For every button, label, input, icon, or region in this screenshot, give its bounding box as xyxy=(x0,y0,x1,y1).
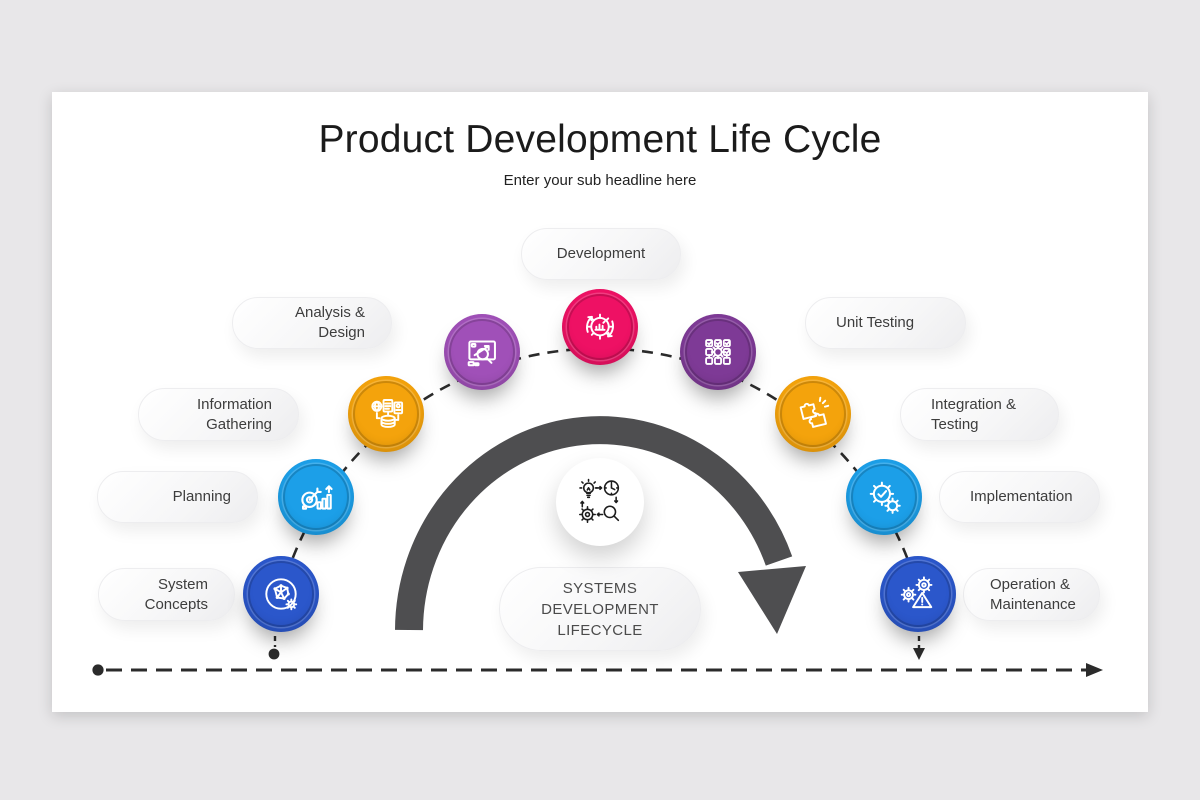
timeline-arrow-head xyxy=(1086,663,1103,677)
stage-node-integration-testing xyxy=(775,376,851,452)
stage-node-development xyxy=(562,289,638,365)
stage-pill-integration-testing: Integration & Testing xyxy=(900,388,1059,441)
center-pill-sdlc: SYSTEMS DEVELOPMENT LIFECYCLE xyxy=(499,567,701,651)
stage-label: Information Gathering xyxy=(196,395,272,433)
stage-node-unit-testing xyxy=(680,314,756,390)
network-brain-icon xyxy=(265,578,298,611)
timeline-marker-dot xyxy=(268,648,280,660)
target-growth-icon xyxy=(301,485,333,510)
stage-node-operation-maintenance xyxy=(880,556,956,632)
gears-check-icon xyxy=(869,481,901,514)
stage-label: System Concepts xyxy=(144,575,208,613)
stage-pill-unit-testing: Unit Testing xyxy=(805,297,966,349)
stage-label: Development xyxy=(556,245,646,262)
stage-label: Implementation xyxy=(970,488,1073,505)
center-node xyxy=(556,458,644,546)
stage-pill-development: Development xyxy=(521,228,681,280)
stage-pill-analysis-design: Analysis & Design xyxy=(232,297,392,349)
cycle-arrow-arc xyxy=(395,416,793,631)
stage-pill-information-gathering: Information Gathering xyxy=(138,388,299,441)
stage-label: Analysis & Design xyxy=(294,304,365,341)
data-gathering-icon xyxy=(371,399,404,428)
gear-cycle-icon xyxy=(586,313,614,340)
stage-node-planning xyxy=(278,459,354,535)
stage-node-information-gathering xyxy=(348,376,424,452)
design-analysis-icon xyxy=(467,340,496,367)
stage-label: Unit Testing xyxy=(836,314,915,331)
gears-alert-icon xyxy=(900,576,933,609)
page-title: Product Development Life Cycle xyxy=(318,118,882,161)
cycle-arrow-head xyxy=(738,566,806,634)
stage-pill-operation-maintenance: Operation & Maintenance xyxy=(963,568,1100,621)
stage-pill-system-concepts: System Concepts xyxy=(98,568,235,621)
idea-time-gear-search-icon xyxy=(579,478,620,523)
stage-pill-implementation: Implementation xyxy=(939,471,1100,523)
stage-pill-planning: Planning xyxy=(97,471,258,523)
checklist-grid-icon xyxy=(705,339,731,365)
stage-node-analysis-design xyxy=(444,314,520,390)
stage-label: Operation & Maintenance xyxy=(990,575,1076,613)
puzzle-icon xyxy=(799,396,830,428)
stage-label: Integration & Testing xyxy=(931,395,1017,433)
stage-node-system-concepts xyxy=(243,556,319,632)
center-label: SYSTEMS DEVELOPMENT LIFECYCLE xyxy=(541,579,659,639)
stage-node-implementation xyxy=(846,459,922,535)
drop-arrow-head xyxy=(913,648,925,660)
stage-label: Planning xyxy=(172,488,231,505)
page-subtitle: Enter your sub headline here xyxy=(503,172,697,189)
timeline-start-dot xyxy=(92,664,104,676)
